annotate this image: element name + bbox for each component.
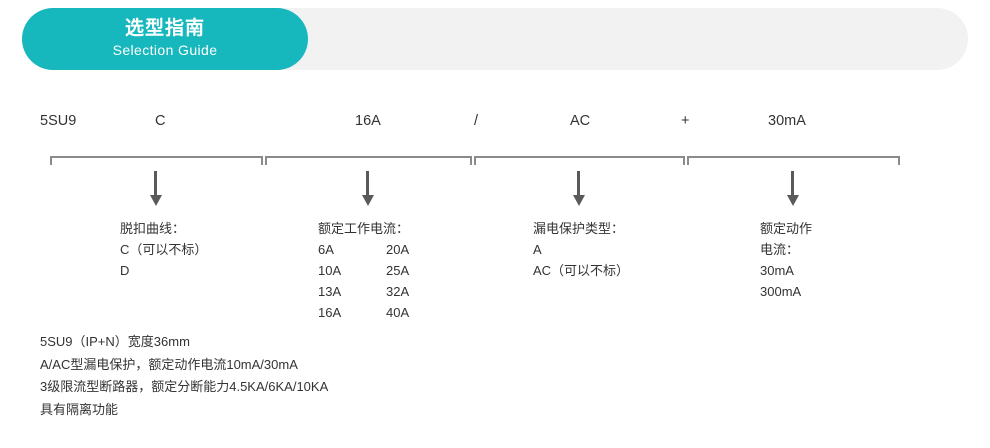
footnote-3: 3级限流型断路器，额定分断能力4.5KA/6KA/10KA [40, 379, 329, 394]
footnote-2: A/AC型漏电保护，额定动作电流10mA/30mA [40, 356, 298, 372]
desc-line-leakage-type-2: AC（可以不标） [533, 263, 630, 278]
group-rule-3 [474, 156, 685, 158]
header-title-chinese: 选型指南 [124, 18, 205, 39]
desc-title-trip-curve: 脱扣曲线： [120, 221, 186, 236]
desc-group-residual-current: 额定动作 电流： 30mA 300mA [760, 218, 812, 302]
desc-line-residual-current-3: 300mA [760, 284, 802, 299]
desc-line-residual-current-1: 电流： [760, 242, 800, 257]
group-tick-4-right [898, 156, 900, 165]
desc-group-rated-current: 额定工作电流： 6A 10A 13A 16A 20A 25A 32A 40A [318, 218, 409, 323]
desc-group-leakage-type: 漏电保护类型： A AC（可以不标） [533, 218, 629, 281]
down-arrow-icon-3 [572, 171, 586, 207]
code-token-current: 16A [355, 113, 381, 129]
code-token-slash: / [474, 113, 479, 129]
group-tick-3-left [474, 156, 476, 165]
down-arrow-icon-1 [149, 171, 163, 207]
footnotes-block: 5SU9（IP+N）宽度36mm A/AC型漏电保护，额定动作电流10mA/30… [40, 331, 328, 421]
code-token-type: AC [570, 113, 591, 129]
desc-title-residual-current: 额定动作 [760, 221, 813, 236]
code-token-residual: 30mA [768, 113, 806, 129]
desc-line-rated-current-r3: 32A [386, 284, 410, 299]
desc-line-rated-current-l4: 16A [318, 305, 342, 320]
desc-line-residual-current-2: 30mA [760, 263, 794, 278]
code-token-series: 5SU9 [40, 113, 77, 129]
desc-line-trip-curve-2: D [120, 263, 130, 278]
desc-line-trip-curve-1: C（可以不标） [120, 242, 208, 257]
header-title-english: Selection Guide [112, 42, 218, 58]
desc-line-rated-current-l3: 13A [318, 284, 342, 299]
footnote-4: 具有隔离功能 [40, 401, 119, 417]
desc-title-rated-current: 额定工作电流： [318, 221, 410, 236]
group-tick-1-right [261, 156, 263, 165]
group-tick-3-right [683, 156, 685, 165]
desc-line-rated-current-r4: 40A [386, 305, 410, 320]
group-rule-1 [50, 156, 263, 158]
desc-line-rated-current-r2: 25A [386, 263, 410, 278]
group-tick-4-left [687, 156, 689, 165]
down-arrow-icon-2 [361, 171, 375, 207]
desc-title-leakage-type: 漏电保护类型： [533, 221, 625, 236]
desc-line-rated-current-l1: 6A [318, 242, 334, 257]
header-accent-pill [22, 8, 308, 70]
footnote-1: 5SU9（IP+N）宽度36mm [40, 334, 190, 349]
group-tick-2-left [265, 156, 267, 165]
down-arrow-icon-4 [786, 171, 800, 207]
desc-group-trip-curve: 脱扣曲线： C（可以不标） D [120, 218, 207, 281]
desc-line-rated-current-l2: 10A [318, 263, 342, 278]
code-token-curve: C [155, 113, 166, 129]
group-tick-1-left [50, 156, 52, 165]
group-rule-4 [687, 156, 900, 158]
desc-line-leakage-type-1: A [533, 242, 542, 257]
code-token-plus: + [681, 113, 690, 129]
desc-line-rated-current-r1: 20A [386, 242, 410, 257]
group-tick-2-right [470, 156, 472, 165]
group-rule-2 [265, 156, 472, 158]
